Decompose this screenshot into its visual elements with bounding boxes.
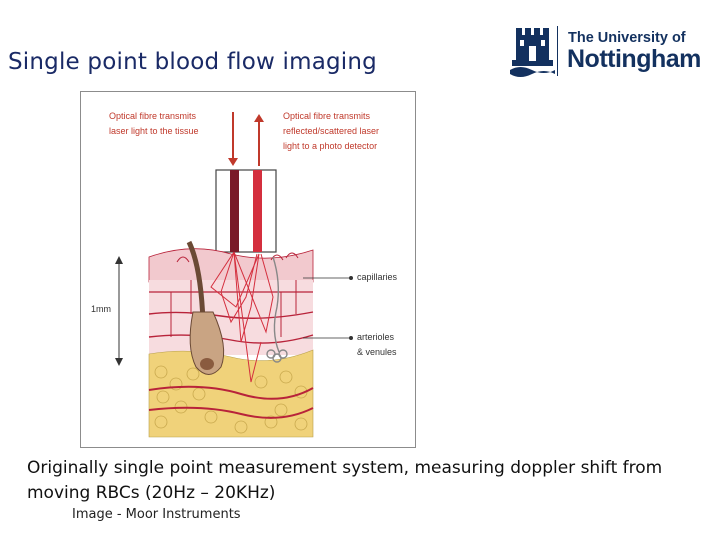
logo-line2: Nottingham	[567, 45, 701, 73]
castle-crest-icon	[510, 26, 558, 77]
fibre-probe	[215, 169, 277, 253]
depth-label: 1mm	[91, 304, 111, 314]
university-logo: The University of Nottingham	[508, 20, 708, 82]
slide-title: Single point blood flow imaging	[8, 49, 377, 75]
reflect-label: Optical fibre transmits reflected/scatte…	[283, 111, 380, 151]
dermis-layer	[148, 252, 314, 355]
transmit-label: Optical fibre transmits laser light to t…	[109, 111, 199, 136]
depth-scale	[115, 256, 123, 366]
scattered-light-paths	[210, 251, 274, 383]
subcutaneous-fat-layer	[148, 349, 314, 438]
arterioles-label: arterioles & venules	[357, 332, 397, 357]
incident-arrow	[228, 112, 238, 166]
caption: Originally single point measurement syst…	[27, 458, 663, 503]
hair-follicle	[186, 240, 225, 375]
image-credit: Image - Moor Instruments	[72, 507, 241, 522]
logo-line1: The University of	[568, 30, 686, 46]
coiled-vessel	[266, 256, 288, 363]
capillaries-label: capillaries	[357, 272, 398, 282]
skin-diagram: Optical fibre transmits laser light to t…	[80, 91, 416, 448]
return-arrow	[254, 114, 264, 166]
epidermis-layer	[148, 248, 314, 283]
